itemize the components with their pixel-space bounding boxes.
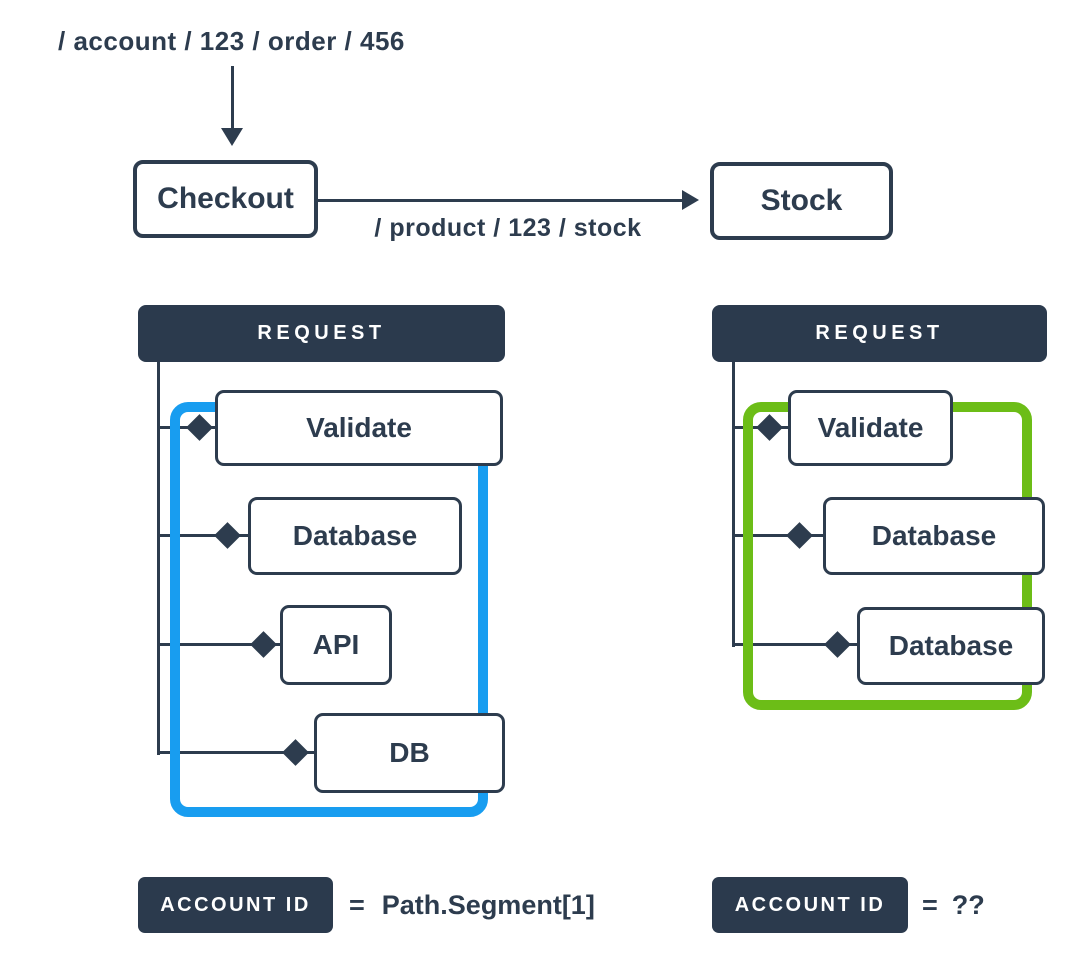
account-id-badge-right: ACCOUNT ID bbox=[712, 877, 908, 933]
span-node-database-left: Database bbox=[248, 497, 462, 575]
tree-trunk-line-right bbox=[732, 362, 735, 647]
span-node-database1-right: Database bbox=[823, 497, 1045, 575]
tree-trunk-line-left bbox=[157, 362, 160, 755]
down-arrow-line bbox=[231, 66, 234, 129]
tree-branch-line bbox=[732, 534, 825, 537]
span-node-api-left: API bbox=[280, 605, 392, 685]
incoming-path-label: / account / 123 / order / 456 bbox=[58, 26, 405, 56]
account-id-value-right: = ?? bbox=[922, 877, 985, 933]
down-arrow-icon bbox=[221, 128, 243, 146]
span-node-validate-right: Validate bbox=[788, 390, 953, 466]
account-id-expression: Path.Segment[1] bbox=[381, 889, 595, 920]
tree-branch-line bbox=[157, 534, 250, 537]
span-node-database2-right: Database bbox=[857, 607, 1045, 685]
tree-branch-line bbox=[157, 751, 316, 754]
request-header-left: REQUEST bbox=[138, 305, 505, 362]
equals-sign: = bbox=[922, 889, 938, 920]
right-arrow-icon bbox=[682, 190, 699, 210]
checkout-node: Checkout bbox=[133, 160, 318, 238]
request-header-right: REQUEST bbox=[712, 305, 1047, 362]
account-id-unknown: ?? bbox=[951, 889, 985, 920]
account-id-value-left: = Path.Segment[1] bbox=[349, 877, 595, 933]
span-node-db-left: DB bbox=[314, 713, 505, 793]
span-node-validate-left: Validate bbox=[215, 390, 503, 466]
tree-branch-line bbox=[157, 643, 282, 646]
account-id-badge-left: ACCOUNT ID bbox=[138, 877, 333, 933]
tree-branch-line bbox=[732, 643, 859, 646]
stock-node: Stock bbox=[710, 162, 893, 240]
equals-sign: = bbox=[349, 889, 365, 920]
right-arrow-line bbox=[318, 199, 682, 202]
outgoing-path-label: / product / 123 / stock bbox=[374, 214, 642, 242]
